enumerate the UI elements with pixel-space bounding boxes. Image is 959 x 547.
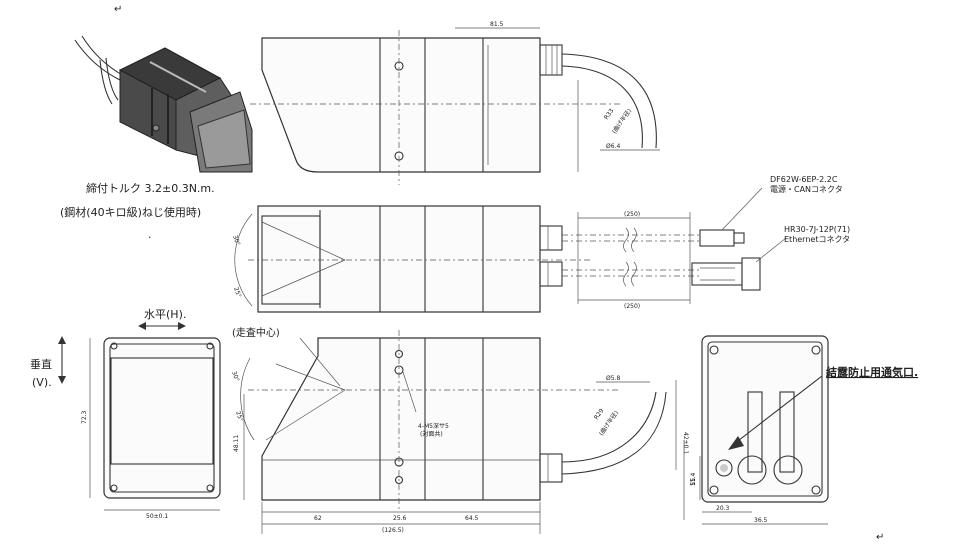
dim-36-5: 36.5 [754,517,768,524]
dim-h42: 42±0.1 [682,432,689,454]
dim-11-4: 11.4 [690,472,697,486]
bottom-view: 30° 25° Ø5.8 R29 (曲げ半径) 42±0.1 55 48.11 … [230,330,695,534]
dim-250-lower: (250) [624,303,640,310]
dim-48-11: 48.11 [233,435,240,452]
top-view: 81.5 R33 (曲げ半径) Ø6.4 [250,21,660,185]
horizontal-label: 水平(H). [144,308,186,321]
rear-view: 11.4 20.3 36.5 [690,335,829,525]
scan-center-label: (走査中心) [232,326,280,339]
dim-25-6: 25.6 [393,515,407,522]
connector1-part: DF62W-6EP-2.2C [770,175,838,184]
mark-dot: . [148,228,152,241]
dim-72-3: 72.3 [81,410,88,424]
torque-label: 締付トルク 3.2±0.3N.m. [86,181,215,195]
connector1-name: 電源・CANコネクタ [770,185,843,194]
dim-62: 62 [314,515,322,522]
dim-d64: Ø6.4 [606,143,620,150]
connector2-part: HR30-7J-12P(71) [784,225,850,234]
screw-note-2: (対面共) [420,430,443,438]
dim-250-upper: (250) [624,211,640,218]
vent-label: 結露防止用通気口. [826,365,918,379]
dim-20-3: 20.3 [716,505,730,512]
angle-30: 30° [231,234,241,246]
screw-note-1: 4-M5深サ5 [418,422,449,430]
dim-r29: R29 [593,407,606,421]
edit-mark-top: ↵ [114,4,122,15]
dim-r33: R33 [603,107,616,121]
side-view: 30° 25° (250) (250) [231,187,787,313]
dim-50: 50±0.1 [146,513,168,520]
front-view: 72.3 50±0.1 [58,322,221,520]
material-label: (鋼材(40キロ級)ねじ使用時) [60,205,201,219]
sensor-isometric-sketch [74,35,253,173]
edit-mark-bottom: ↵ [876,532,884,543]
angle-25: 25° [232,286,242,298]
connector2-name: Ethernetコネクタ [784,235,850,244]
dim-64-5: 64.5 [465,515,479,522]
vertical-label-v: (V). [32,376,52,389]
vertical-label-kanji: 垂直 [30,357,52,371]
dim-55: 55 [688,478,695,486]
angle-25-b: 25° [234,410,244,422]
angle-30-b: 30° [230,370,240,382]
dim-total-126-5: (126.5) [382,527,404,534]
dim-d58: Ø5.8 [606,375,620,382]
dim-top-width: 81.5 [490,21,504,28]
